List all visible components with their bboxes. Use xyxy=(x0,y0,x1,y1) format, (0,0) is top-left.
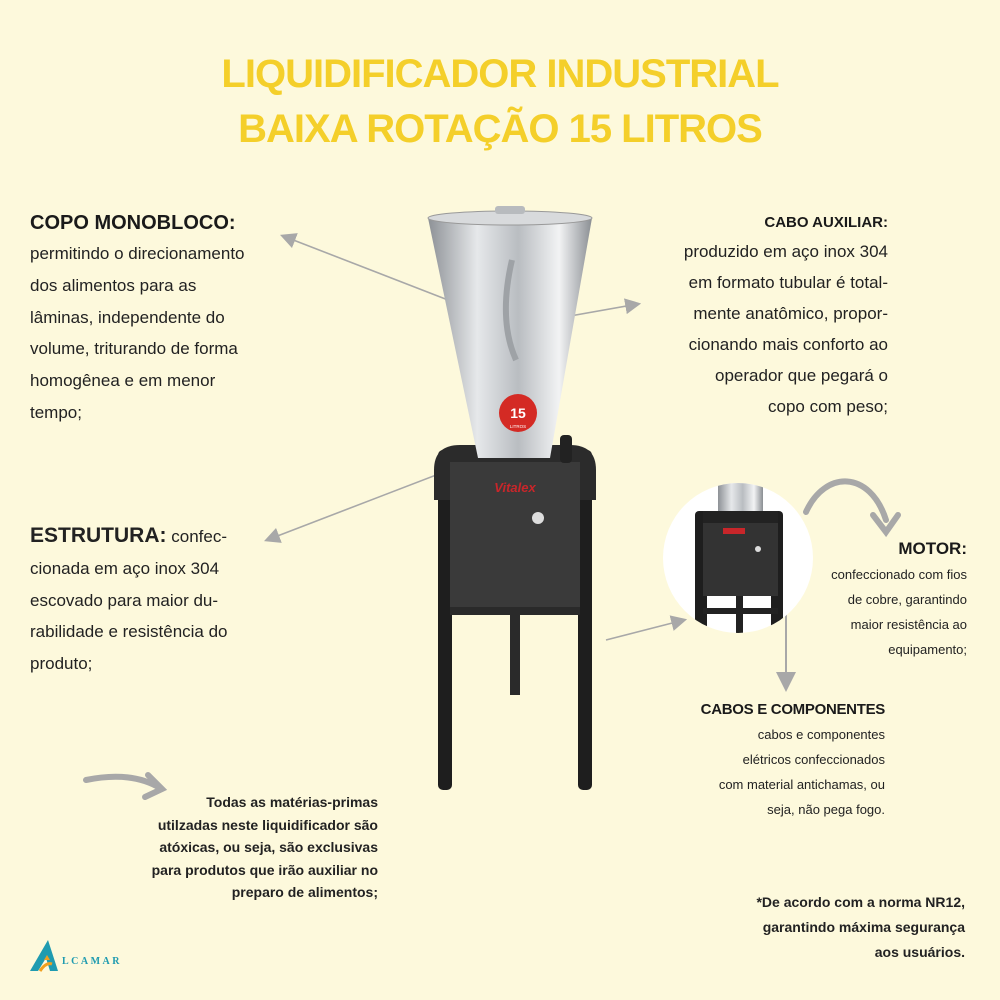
copo-section: COPO MONOBLOCO: permitindo o direcioname… xyxy=(30,208,245,429)
estrutura-heading: ESTRUTURA: xyxy=(30,524,167,547)
motor-line: equipamento; xyxy=(888,642,967,657)
title-line-1: LIQUIDIFICADOR INDUSTRIAL xyxy=(221,52,779,96)
estrutura-line: escovado para maior du- xyxy=(30,590,219,610)
estrutura-line: produto; xyxy=(30,654,93,674)
motor-section: MOTOR: confeccionado com fios de cobre, … xyxy=(831,536,967,662)
motor-line: de cobre, garantindo xyxy=(847,592,967,607)
cabo-section: CABO AUXILIAR: produzido em aço inox 304… xyxy=(684,210,888,422)
blender-image: Vitalex 15 LITROS xyxy=(427,206,596,790)
copo-line: permitindo o direcionamento xyxy=(30,244,245,263)
motor-detail-circle xyxy=(663,483,813,633)
cabos-componentes-section: CABOS E COMPONENTES cabos e componentes … xyxy=(700,698,886,822)
materias-line: utilzadas neste liquidificador são xyxy=(157,816,378,833)
materias-line: Todas as matérias-primas xyxy=(206,794,378,810)
title-line-2: BAIXA ROTAÇÃO 15 LITROS xyxy=(238,107,763,151)
copo-heading: COPO MONOBLOCO: xyxy=(30,212,236,234)
materias-line: para produtos que irão auxiliar no xyxy=(151,861,378,878)
norma-line: *De acordo com a norma NR12, xyxy=(756,894,965,910)
estrutura-line: cionada em aço inox 304 xyxy=(30,558,220,578)
cabo-line: operador que pegará o xyxy=(715,366,888,385)
brand-logo: Vitalex xyxy=(494,480,536,495)
cabo-line: produzido em aço inox 304 xyxy=(683,242,888,261)
norma-line: aos usuários. xyxy=(874,944,965,960)
norma-line: garantindo máxima segurança xyxy=(762,919,965,935)
estrutura-line: confec- xyxy=(171,527,227,546)
cabo-line: copo com peso; xyxy=(767,397,888,416)
arrow-circle xyxy=(605,615,688,641)
badge-unit: LITROS xyxy=(510,424,526,429)
materias-line: preparo de alimentos; xyxy=(231,884,378,900)
capacity-badge xyxy=(499,394,537,432)
cabo-heading: CABO AUXILIAR: xyxy=(764,214,888,231)
cabos-componentes-line: com material antichamas, ou xyxy=(718,777,885,792)
materias-line: atóxicas, ou seja, são exclusivas xyxy=(159,839,378,855)
alcamar-logo-mark xyxy=(30,940,58,972)
motor-line: confeccionado com fios xyxy=(831,567,967,582)
cabos-componentes-line: seja, não pega fogo. xyxy=(767,802,885,817)
motor-housing xyxy=(450,462,580,607)
estrutura-section: ESTRUTURA: confec- cionada em aço inox 3… xyxy=(30,520,228,680)
materias-note: Todas as matérias-primas utilzadas neste… xyxy=(152,791,378,904)
copo-line: dos alimentos para as xyxy=(30,275,197,295)
cabos-componentes-line: elétricos confeccionados xyxy=(742,752,885,767)
cabos-componentes-heading: CABOS E COMPONENTES xyxy=(700,701,886,718)
badge-number: 15 xyxy=(510,405,526,421)
cabo-line: em formato tubular é total- xyxy=(688,273,888,292)
copo-line: lâminas, independente do xyxy=(30,307,225,327)
copo-line: tempo; xyxy=(30,402,82,422)
arrow-copo xyxy=(280,233,449,301)
cabo-line: mente anatômico, propor- xyxy=(693,304,888,323)
cabo-line: cionando mais conforto ao xyxy=(688,335,888,354)
motor-line: maior resistência ao xyxy=(850,617,967,632)
curved-arrow-motor xyxy=(803,478,889,523)
cabo-auxiliar-handle xyxy=(502,259,519,362)
estrutura-line: rabilidade e resistência do xyxy=(30,622,228,642)
curved-arrow-motor-head xyxy=(870,512,901,538)
motor-heading: MOTOR: xyxy=(898,539,967,558)
copo-line: homogênea e em menor xyxy=(30,371,216,391)
curved-arrow-materias-head xyxy=(142,772,168,800)
motor-detail-image xyxy=(695,483,783,633)
norma-note: *De acordo com a norma NR12, garantindo … xyxy=(756,890,965,965)
alcamar-logo-text: LCAMAR xyxy=(62,956,122,967)
copo-line: volume, triturando de forma xyxy=(30,339,238,359)
cabos-componentes-line: cabos e componentes xyxy=(757,727,885,742)
